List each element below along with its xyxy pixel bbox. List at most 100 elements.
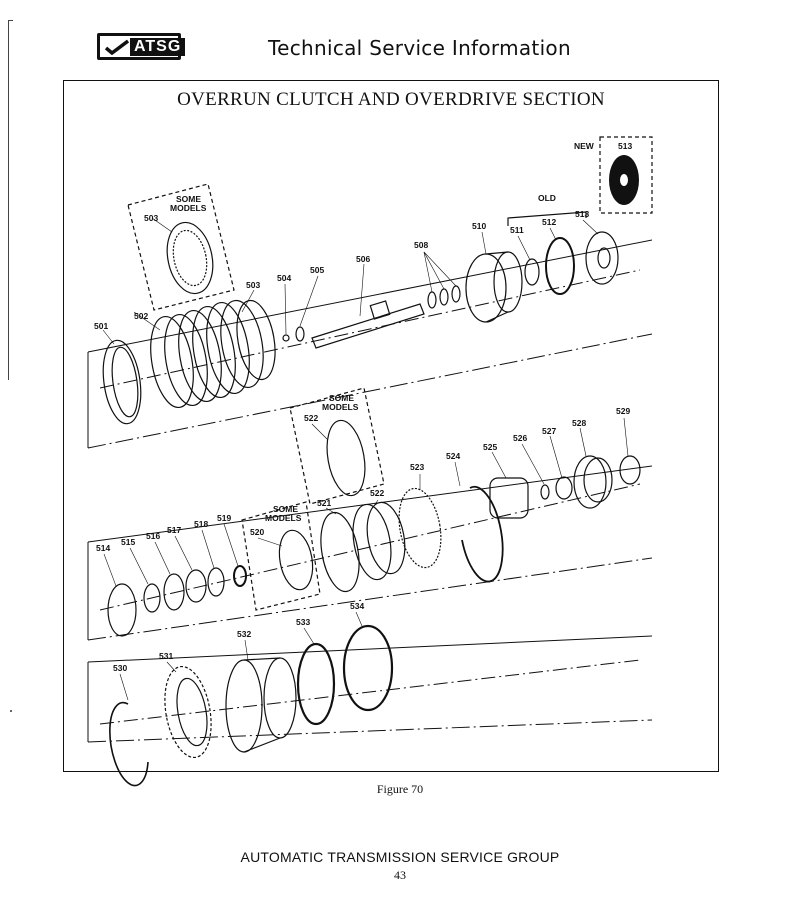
part-506-spline [369, 300, 391, 320]
part-522 [352, 503, 392, 581]
row2-top-line [87, 465, 653, 543]
part-525 [489, 477, 529, 519]
new-label: NEW [574, 141, 595, 151]
part-516 [163, 573, 185, 611]
part-531 [164, 665, 212, 759]
new-box-513 [599, 136, 653, 214]
part-number-516: 516 [146, 531, 160, 541]
page-edge-tick [8, 20, 13, 21]
part-number-522: 522 [304, 413, 318, 423]
row3-axis [99, 659, 641, 725]
part-503-plate-4 [220, 299, 264, 389]
part-519 [233, 565, 247, 587]
some-models-box-520 [241, 501, 321, 611]
part-511 [524, 258, 540, 286]
part-514 [107, 583, 137, 637]
some-models-label-520: SOME [273, 504, 298, 514]
part-510-back [493, 251, 523, 313]
part-523 [398, 487, 442, 569]
part-513-new-hole [620, 174, 628, 186]
part-number-525: 525 [483, 442, 497, 452]
part-number-513-old: 513 [575, 209, 589, 219]
part-number-506: 506 [356, 254, 370, 264]
part-513-old-hub [597, 247, 611, 269]
part-number-513: 513 [618, 141, 632, 151]
models-label-520: MODELS [265, 513, 302, 523]
part-503-plate-3 [206, 301, 250, 395]
part-number-511: 511 [510, 225, 524, 235]
part-510-edge-top [485, 251, 509, 255]
part-number-512: 512 [542, 217, 556, 227]
part-530 [109, 701, 149, 787]
logo-text: ATSG [130, 38, 186, 56]
part-506 [311, 303, 425, 349]
part-number-527: 527 [542, 426, 556, 436]
part-number-504: 504 [277, 273, 291, 283]
part-502-plate [164, 313, 208, 407]
part-503-alt-friction [172, 229, 208, 287]
section-title: OVERRUN CLUTCH AND OVERDRIVE SECTION [177, 89, 605, 110]
page-number: 43 [394, 868, 406, 882]
part-number-503: 503 [144, 213, 158, 223]
part-number-529: 529 [616, 406, 630, 416]
part-number-519: 519 [217, 513, 231, 523]
models-label-503: MODELS [170, 203, 207, 213]
part-510 [465, 253, 507, 323]
part-number-534: 534 [350, 601, 364, 611]
part-521 [320, 511, 360, 593]
part-528 [573, 455, 607, 509]
part-number-501: 501 [94, 321, 108, 331]
part-529 [619, 455, 641, 485]
figure-frame: OVERRUN CLUTCH AND OVERDRIVE SECTION [63, 80, 719, 772]
part-number-533: 533 [296, 617, 310, 627]
part-number-502: 502 [134, 311, 148, 321]
footer-org: AUTOMATIC TRANSMISSION SERVICE GROUP [240, 849, 560, 865]
part-number-505: 505 [310, 265, 324, 275]
part-number-531: 531 [159, 651, 173, 661]
part-501-inner [111, 346, 139, 418]
part-532-front [225, 659, 263, 753]
part-number-524: 524 [446, 451, 460, 461]
part-number-518: 518 [194, 519, 208, 529]
part-528-inner [583, 457, 613, 503]
part-503-plate-5 [236, 299, 276, 381]
header-title: Technical Service Information [268, 36, 571, 60]
part-526 [540, 484, 550, 500]
row3-bottom-line [87, 719, 653, 743]
some-models-label-522: SOME [329, 393, 354, 403]
part-517 [185, 569, 207, 603]
atsg-logo: ATSG [97, 33, 186, 60]
some-models-box-522 [289, 387, 385, 505]
part-510-edge-bottom [485, 311, 509, 323]
part-number-526: 526 [513, 433, 527, 443]
part-522-plate [366, 501, 406, 575]
part-508-b [439, 288, 449, 306]
part-527 [555, 476, 573, 500]
part-531-inner [176, 677, 208, 747]
part-number-521: 521 [317, 498, 331, 508]
part-number-515: 515 [121, 537, 135, 547]
part-513-old [585, 231, 619, 285]
row1-axis [99, 269, 641, 389]
row2-bottom-line [87, 557, 653, 641]
part-502 [150, 315, 194, 409]
part-515 [143, 583, 161, 613]
part-508-a [427, 291, 437, 309]
old-label: OLD [538, 193, 556, 203]
part-504 [282, 334, 290, 342]
part-number-520: 520 [250, 527, 264, 537]
part-522-alt [326, 419, 366, 497]
part-number-508: 508 [414, 240, 428, 250]
part-520 [278, 529, 314, 591]
part-512 [545, 237, 575, 295]
part-534 [342, 624, 394, 712]
row1-top-line [87, 239, 653, 353]
part-524 [461, 485, 504, 583]
row1-bottom-line [87, 333, 653, 449]
part-number-530: 530 [113, 663, 127, 673]
part-number-517: 517 [167, 525, 181, 535]
part-505 [295, 326, 305, 342]
part-532-edge-top [243, 657, 281, 661]
row3-top-line [87, 635, 653, 663]
